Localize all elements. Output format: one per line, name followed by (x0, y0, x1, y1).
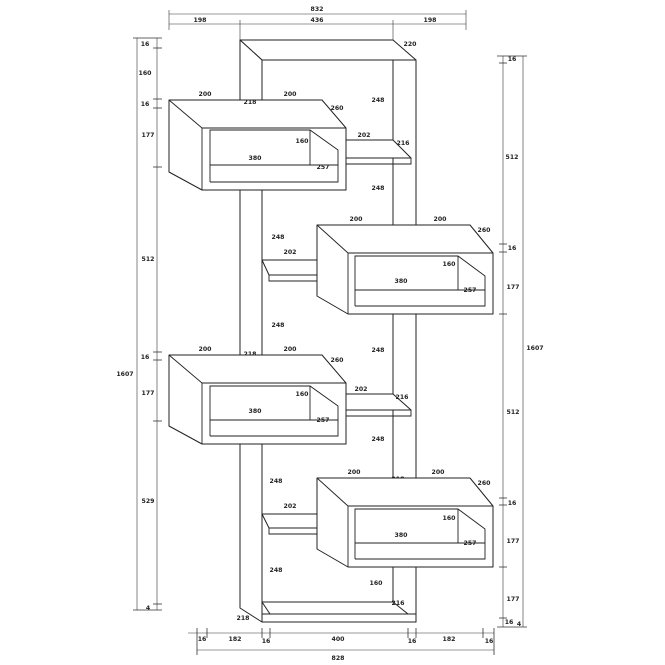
top-segment-middle: 436 (311, 17, 324, 24)
bottom-dim-16-a: 16 (198, 636, 207, 643)
right-dimensions: 16 512 16 177 512 16 177 177 16 4 1607 (497, 55, 544, 628)
top-cap-depth-label: 220 (404, 41, 418, 48)
left-dim-177-b: 177 (142, 390, 155, 397)
shelf2-width: 202 (284, 249, 297, 256)
right-dim-512-b: 512 (507, 409, 520, 416)
box4-depth-left: 200 (348, 469, 362, 476)
box3-depth-right: 200 (284, 346, 298, 353)
shelf4-width: 202 (284, 503, 297, 510)
box2-depth-left: 200 (350, 216, 364, 223)
overall-height-right: 1607 (526, 345, 543, 352)
box-3: 200 200 260 160 380 257 (168, 346, 347, 445)
box-1: 200 218 200 260 160 380 257 (168, 91, 347, 191)
left-dim-177-a: 177 (142, 132, 155, 139)
box2-inner-height: 160 (443, 261, 457, 268)
box2-inner-depth: 257 (464, 287, 477, 294)
shelf-1: 202 216 (345, 132, 412, 165)
box4-side: 260 (478, 480, 492, 487)
box3-side: 260 (331, 357, 345, 364)
bottom-dim-182-a: 182 (229, 636, 242, 643)
right-dim-4: 4 (517, 621, 522, 628)
right-dim-16-d: 16 (505, 619, 514, 626)
overall-width-top: 832 (311, 6, 324, 13)
left-dim-529: 529 (142, 498, 155, 505)
box4-inner-width: 380 (395, 532, 409, 539)
left-dim-16-b: 16 (141, 101, 150, 108)
base: 160 216 (261, 566, 417, 623)
post-label-1: 248 (372, 97, 385, 104)
box3-inner-depth: 257 (317, 417, 330, 424)
bottom-dim-400: 400 (332, 636, 346, 643)
post-label-2: 248 (372, 185, 385, 192)
top-cap: 220 (239, 39, 418, 61)
box1-depth-left: 200 (199, 91, 213, 98)
left-dim-16-a: 16 (141, 41, 150, 48)
right-dim-177-a: 177 (507, 284, 520, 291)
post-bottom-left: 248 248 218 (237, 443, 283, 623)
post-label-5: 248 (372, 347, 385, 354)
right-dim-16-a: 16 (508, 56, 517, 63)
shelf3-depth: 216 (396, 394, 409, 401)
box1-divider: 218 (244, 99, 257, 106)
post-label-8: 248 (270, 567, 283, 574)
base-depth-label: 216 (392, 600, 405, 607)
right-dim-16-b: 16 (508, 245, 517, 252)
left-dim-4: 4 (146, 605, 151, 612)
box3-inner-height: 160 (296, 391, 310, 398)
post-label-4: 248 (272, 322, 285, 329)
box2-inner-width: 380 (395, 278, 409, 285)
left-dim-160: 160 (139, 70, 153, 77)
box2-depth-right: 200 (434, 216, 448, 223)
post-label-6: 248 (372, 436, 385, 443)
box1-depth-right: 200 (284, 91, 298, 98)
bottom-dim-16-b: 16 (262, 638, 271, 645)
box4-inner-height: 160 (443, 515, 457, 522)
bottom-dim-182-b: 182 (443, 636, 456, 643)
box3-depth-left: 200 (199, 346, 213, 353)
box-4: 200 200 260 160 380 257 (316, 469, 494, 568)
left-dim-16-c: 16 (141, 354, 150, 361)
box-2: 200 200 260 160 380 257 (316, 216, 494, 315)
top-dimensions: 832 198 436 198 (168, 6, 467, 40)
right-dim-177-c: 177 (507, 596, 520, 603)
box3-inner-width: 380 (249, 408, 263, 415)
box1-inner-width: 380 (249, 155, 263, 162)
base-height-label: 160 (370, 580, 384, 587)
top-segment-left: 198 (194, 17, 207, 24)
shelf3-width: 202 (355, 386, 368, 393)
top-segment-right: 198 (424, 17, 437, 24)
box1-side: 260 (331, 105, 345, 112)
overall-width-bottom: 828 (332, 655, 345, 662)
box1-inner-height: 160 (296, 138, 310, 145)
box4-depth-right: 200 (432, 469, 446, 476)
post-label-3: 248 (272, 234, 285, 241)
bottom-dim-16-c: 16 (408, 638, 417, 645)
box1-inner-depth: 257 (317, 164, 330, 171)
shelf1-depth: 216 (397, 140, 410, 147)
bottom-dim-16-d: 16 (485, 638, 494, 645)
base-post-label: 218 (237, 615, 250, 622)
post-label-7: 248 (270, 478, 283, 485)
box4-inner-depth: 257 (464, 540, 477, 547)
shelf1-width: 202 (358, 132, 371, 139)
left-dim-512: 512 (142, 256, 155, 263)
bottom-dimensions: 16 182 16 400 16 182 16 828 (188, 628, 495, 662)
right-dim-512-a: 512 (506, 154, 519, 161)
right-dim-16-c: 16 (508, 500, 517, 507)
shelf-3: 202 216 (345, 386, 412, 417)
overall-height-left: 1607 (116, 371, 133, 378)
right-dim-177-b: 177 (507, 538, 520, 545)
box2-side: 260 (478, 227, 492, 234)
left-dimensions: 16 160 16 177 512 16 177 529 4 1607 (116, 37, 162, 612)
